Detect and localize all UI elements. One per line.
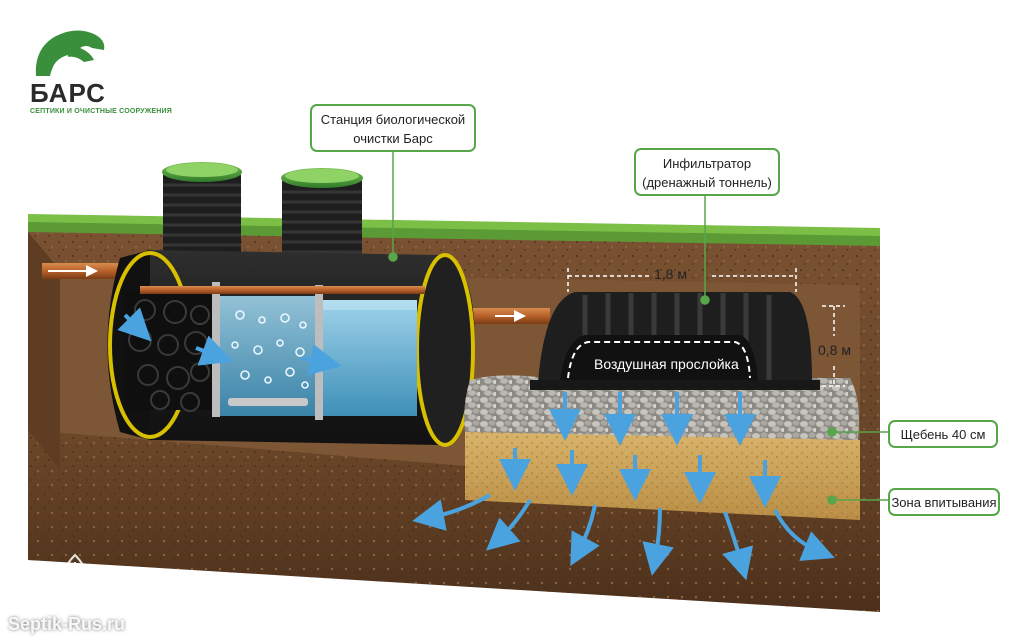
callout-infiltrator-line-2: (дренажный тоннель) <box>642 175 772 190</box>
callout-absorption: Зона впитывания <box>888 488 1000 516</box>
callout-infiltrator-line-1: Инфильтратор <box>662 156 752 171</box>
callout-infiltrator: Инфильтратор (дренажный тоннель) <box>634 148 780 196</box>
water-flow-arrows <box>412 392 835 581</box>
height-dimension-line <box>822 305 845 387</box>
inlet-pipe <box>42 263 118 279</box>
callout-station-line-2: очистки Барс <box>353 131 433 146</box>
callout-station-line-1: Станция биологической <box>320 112 466 127</box>
watermark: Septik-Rus.ru <box>8 614 126 634</box>
leopard-head-icon <box>35 30 105 77</box>
length-dimension-line <box>567 268 797 292</box>
callout-station: Станция биологической очистки Барс <box>310 104 476 152</box>
length-dimension-label: 1,8 м <box>654 266 687 282</box>
leaf-watermark-icon <box>60 553 90 605</box>
logo-name: БАРС <box>30 78 106 108</box>
infiltrator-tunnel <box>530 292 820 390</box>
height-dimension-label: 0,8 м <box>818 342 851 358</box>
callout-gravel-text: Щебень 40 см <box>900 427 986 442</box>
callout-absorption-text: Зона впитывания <box>891 495 997 510</box>
air-gap-label: Воздушная прослойка <box>594 356 739 372</box>
callout-gravel: Щебень 40 см <box>888 420 998 448</box>
bio-station-tank <box>107 162 475 447</box>
logo-tagline: СЕПТИКИ И ОЧИСТНЫЕ СООРУЖЕНИЯ <box>30 108 172 115</box>
callout-connectors <box>388 152 888 505</box>
